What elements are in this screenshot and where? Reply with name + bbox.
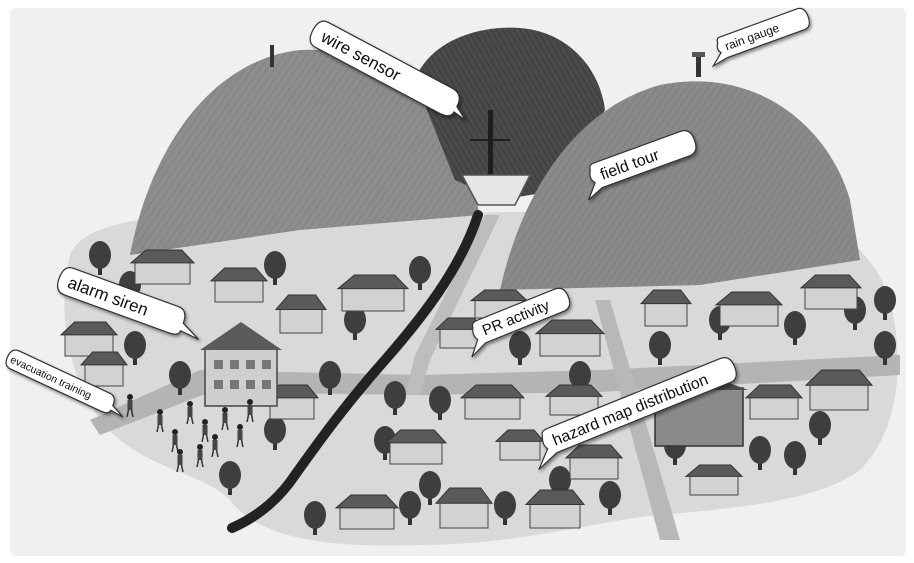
house-icon (536, 320, 604, 356)
house-icon (461, 385, 524, 419)
house-icon (61, 322, 117, 356)
house-icon (131, 250, 194, 284)
house-icon (716, 292, 782, 326)
antenna-icon (270, 45, 274, 67)
house-icon (806, 370, 872, 410)
house-icon (496, 430, 544, 460)
house-icon (526, 490, 584, 528)
house-icon (276, 295, 326, 333)
house-icon (566, 445, 622, 479)
house-icon (81, 352, 127, 386)
house-icon (801, 275, 861, 309)
house-icon (746, 385, 802, 419)
house-icon (211, 268, 267, 302)
house-icon (336, 495, 398, 529)
house-icon (386, 430, 446, 464)
house-icon (338, 275, 408, 311)
house-icon (686, 465, 742, 495)
house-icon (436, 488, 492, 528)
house-icon (641, 290, 691, 326)
